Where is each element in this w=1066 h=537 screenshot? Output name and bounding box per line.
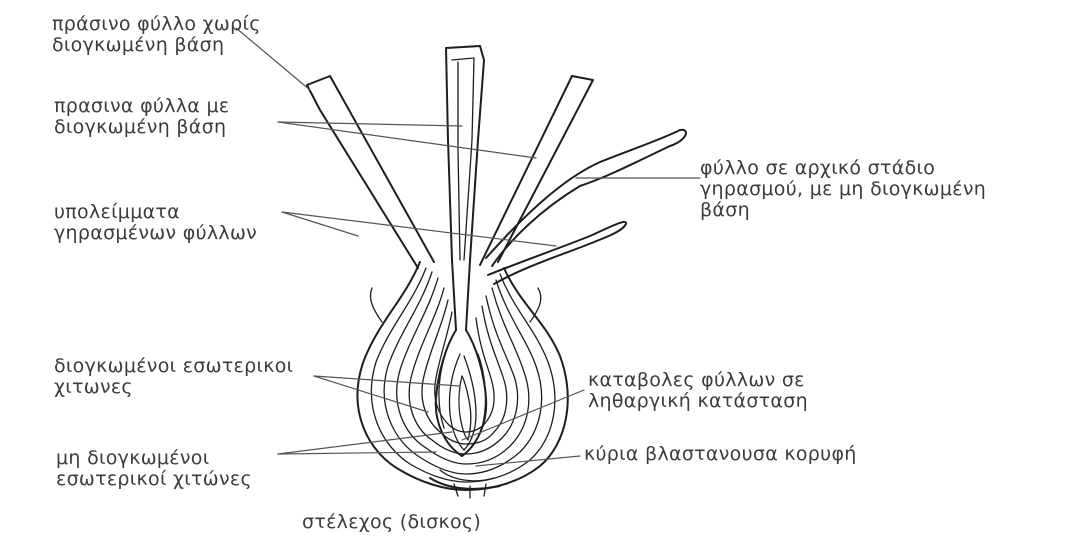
right-green-leaf [480, 76, 593, 265]
label-stem-disc: στέλεχος (δισκος) [302, 512, 481, 533]
label-swollen-inner-scales: διογκωμένοι εσωτερικοι χιτωνες [54, 356, 293, 398]
label-leaf-early-senescence: φύλλο σε αρχικό στάδιο γηρασμού, με μη δ… [700, 158, 986, 221]
label-non-swollen-inner-scales: μη διογκωμένοι εσωτερικοί χιτώνες [56, 448, 252, 490]
left-green-leaf [307, 76, 434, 268]
lower-right-senescent-leaf [488, 222, 626, 284]
label-dormant-leaf-primordia: καταβολες φύλλων σε ληθαργική κατάσταση [588, 370, 808, 412]
label-green-leaf-no-swollen-base: πράσινο φύλλο χωρίς διογκωμένη βάση [52, 14, 261, 56]
label-senescent-leaf-remnants: υπολείμματα γηρασμένων φύλλων [54, 202, 257, 244]
label-main-growing-apex: κύρια βλαστανουσα κορυφή [584, 444, 857, 465]
central-green-leaf [446, 46, 484, 330]
label-green-leaves-swollen-base: πρασινα φύλλα με διογκωμένη βάση [54, 96, 229, 138]
